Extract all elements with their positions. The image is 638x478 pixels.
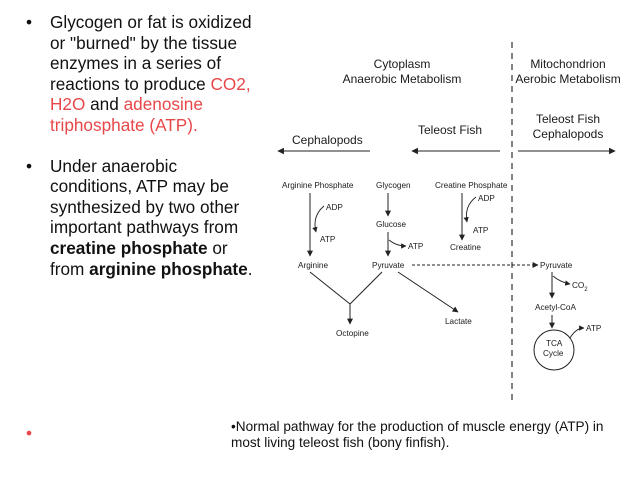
bullet-list: • Glycogen or fat is oxidized or "burned…: [26, 12, 258, 279]
figure-caption: •Normal pathway for the production of mu…: [231, 419, 604, 450]
label-atp-1: ATP: [320, 235, 336, 244]
bullet-dot: •: [26, 12, 33, 32]
bullet-anaerobic: • Under anaerobic conditions, ATP may be…: [26, 156, 258, 280]
label-tca: TCA: [546, 339, 563, 348]
bullet-2-bold-creatine: creatine phosphate: [50, 237, 208, 258]
label-teleost-mid: Teleost Fish: [418, 123, 482, 137]
co2-curve: [552, 275, 571, 286]
label-atp-2: ATP: [408, 242, 424, 251]
label-glucose: Glucose: [376, 220, 406, 229]
atp-curve-glycolysis: [388, 239, 407, 249]
label-cycle: Cycle: [543, 349, 564, 358]
tca-cycle-circle: [533, 329, 575, 371]
bullet-2-text: Under anaerobic conditions, ATP may be s…: [50, 155, 240, 238]
bullet-1-red-atp: adenosine triphosphate (ATP).: [50, 94, 203, 135]
bullet-2-or: or from: [50, 237, 228, 279]
atp-curve-tca: [569, 325, 585, 339]
label-adp-2: ADP: [478, 194, 495, 203]
label-cephalopods-right: Cephalopods: [533, 127, 604, 141]
line-pyruvate-octopine: [349, 271, 383, 305]
bullet-dot: •: [26, 155, 33, 176]
bullet-1-red-co2: CO2, H2O: [50, 73, 251, 115]
label-glycogen: Glycogen: [376, 181, 411, 190]
bullet-2-period: .: [247, 258, 253, 279]
adp-curve-2: [463, 196, 477, 223]
line-arginine-octopine: [309, 271, 351, 305]
arrow-pyruvate-lactate: [397, 271, 459, 313]
bullet-2-bold-arginine: arginine phosphate: [89, 258, 248, 279]
label-aerobic-metabolism: Aerobic Metabolism: [515, 72, 620, 86]
label-arginine-phosphate: Arginine Phosphate: [282, 181, 354, 190]
label-mitochondrion: Mitochondrion: [530, 57, 605, 71]
bullet-glycogen: • Glycogen or fat is oxidized or "burned…: [26, 12, 258, 136]
label-pyruvate-2: Pyruvate: [540, 261, 573, 270]
metabolism-diagram: Cytoplasm Anaerobic Metabolism Mitochond…: [277, 42, 621, 400]
label-creatine: Creatine: [450, 243, 481, 252]
adp-curve-1: [312, 205, 325, 233]
label-acetyl-coa: Acetyl-CoA: [535, 303, 576, 312]
empty-bullet: •: [26, 423, 33, 443]
label-cephalopods-left: Cephalopods: [292, 133, 363, 147]
bullet-1-text: Glycogen or fat is oxidized or "burned" …: [50, 12, 252, 94]
label-atp-4: ATP: [586, 324, 602, 333]
label-atp-3: ATP: [473, 226, 489, 235]
label-cytoplasm: Cytoplasm: [374, 57, 431, 71]
label-co2: CO2: [572, 281, 588, 293]
label-adp-1: ADP: [326, 203, 343, 212]
bullet-1-and: and: [85, 94, 124, 115]
label-lactate: Lactate: [445, 317, 472, 326]
label-pyruvate-1: Pyruvate: [372, 261, 405, 270]
label-anaerobic-metabolism: Anaerobic Metabolism: [343, 72, 462, 86]
label-arginine: Arginine: [298, 261, 328, 270]
label-teleost-right: Teleost Fish: [536, 112, 600, 126]
label-creatine-phosphate: Creatine Phosphate: [435, 181, 508, 190]
label-octopine: Octopine: [336, 329, 369, 338]
